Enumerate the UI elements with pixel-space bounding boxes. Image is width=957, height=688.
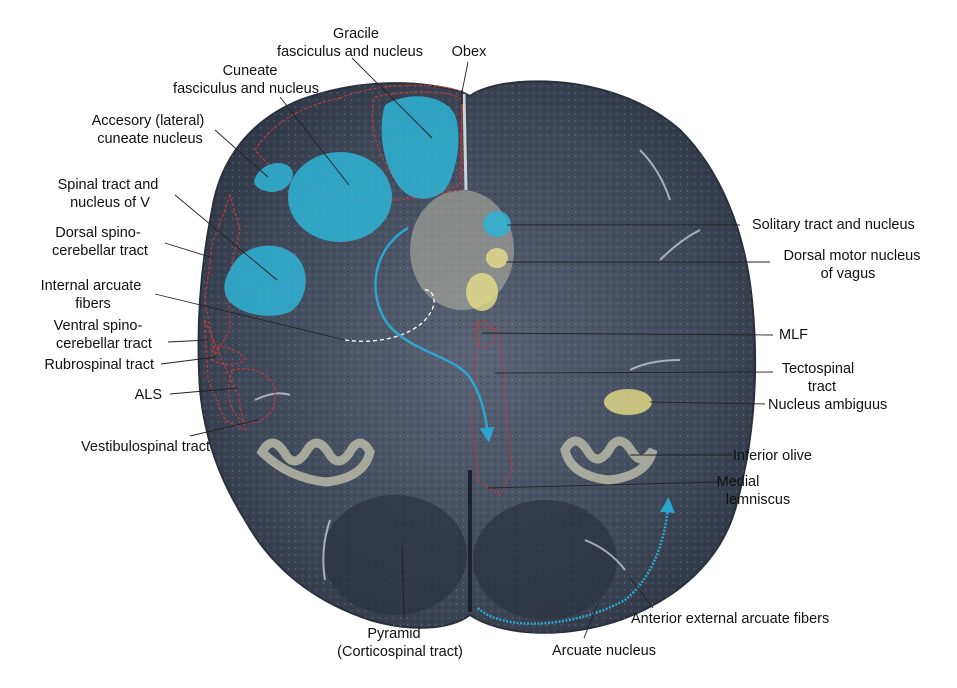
label-tectospinal: Tectospinal tract xyxy=(782,361,859,395)
leader-mlf xyxy=(481,332,774,336)
label-inferior-olive: Inferior olive xyxy=(733,448,812,464)
leader-pyramid xyxy=(401,544,405,619)
leader-spinal-v xyxy=(174,194,278,281)
solitary-nucleus xyxy=(483,211,511,237)
label-medial-lemniscus: Medial lemniscus xyxy=(717,474,791,508)
label-accessory-cuneate: Accesory (lateral) cuneate nucleus xyxy=(92,113,209,147)
label-obex: Obex xyxy=(452,44,487,60)
label-dorsal-motor-vagus: Dorsal motor nucleus of vagus xyxy=(783,248,924,282)
yellow-nuclei xyxy=(466,248,652,415)
dorsal-motor-nucleus-vagus xyxy=(486,248,508,268)
leader-internal-arcuate xyxy=(154,293,346,341)
accessory-cuneate-nucleus xyxy=(254,163,293,193)
leader-obex xyxy=(461,61,469,93)
internal-arcuate-fibers-arc xyxy=(344,289,435,342)
leader-vestibulospinal xyxy=(189,419,259,437)
labels: Gracile fasciculus and nucleus Obex Cune… xyxy=(41,26,924,660)
leader-accessory-cuneate xyxy=(214,129,269,178)
dorsal-median-sulcus xyxy=(462,93,468,191)
vessel-streaks xyxy=(254,149,701,581)
label-spinal-tract-v: Spinal tract and nucleus of V xyxy=(58,177,163,211)
leader-gracile xyxy=(351,57,433,139)
label-internal-arcuate: Internal arcuate fibers xyxy=(41,278,146,312)
label-mlf: MLF xyxy=(779,327,808,343)
spinal-nucleus-v xyxy=(224,245,306,316)
label-vestibulospinal: Vestibulospinal tract xyxy=(81,439,210,455)
leader-anterior-external-arcuate xyxy=(629,577,654,609)
pyramid-right xyxy=(473,500,617,620)
cuneate-nucleus xyxy=(288,152,392,242)
label-als: ALS xyxy=(135,387,162,403)
label-dorsal-spinocerebellar: Dorsal spino- cerebellar tract xyxy=(52,225,148,259)
label-rubrospinal: Rubrospinal tract xyxy=(44,357,154,373)
dorsal-spinocerebellar-outline xyxy=(204,193,241,357)
medial-lemniscus-outline xyxy=(471,324,513,496)
leader-arcuate-nucleus xyxy=(583,602,599,639)
ventral-spinocerebellar-outline xyxy=(204,319,246,432)
inferior-olive-left xyxy=(256,438,375,487)
pyramid-left xyxy=(323,495,467,615)
anterior-external-arcuate-arrow xyxy=(477,497,675,625)
cyan-nuclei xyxy=(224,96,511,316)
label-gracile: Gracile fasciculus and nucleus xyxy=(277,26,423,60)
leader-tectospinal xyxy=(494,371,774,374)
label-cuneate: Cuneate fasciculus and nucleus xyxy=(173,63,319,97)
leader-nucleus-ambiguus xyxy=(649,401,766,405)
label-ventral-spinocerebellar: Ventral spino- cerebellar tract xyxy=(54,318,152,352)
rubrospinal-outline xyxy=(211,346,246,366)
fiber-arrow-icon xyxy=(374,226,495,443)
tract-outlines xyxy=(204,84,513,496)
mlf-outline xyxy=(475,320,496,348)
gracile-nucleus xyxy=(381,96,459,199)
label-pyramid: Pyramid (Corticospinal tract) xyxy=(337,626,463,660)
label-anterior-external-arcuate: Anterior external arcuate fibers xyxy=(631,611,829,627)
leader-medial-lemniscus xyxy=(487,481,721,489)
leader-als xyxy=(169,387,239,395)
leader-rubrospinal xyxy=(160,356,217,365)
label-arcuate-nucleus: Arcuate nucleus xyxy=(552,643,656,659)
leader-lines xyxy=(154,57,774,639)
inferior-olive-right xyxy=(560,436,658,485)
label-nucleus-ambiguus: Nucleus ambiguus xyxy=(768,397,887,413)
label-solitary: Solitary tract and nucleus xyxy=(752,217,915,233)
leader-cuneate xyxy=(279,96,350,186)
hypoglossal-area xyxy=(466,273,498,311)
leader-ventral-spinocerebellar xyxy=(167,339,209,343)
leader-dorsal-spinocerebellar xyxy=(164,242,214,259)
nucleus-ambiguus xyxy=(604,389,652,415)
